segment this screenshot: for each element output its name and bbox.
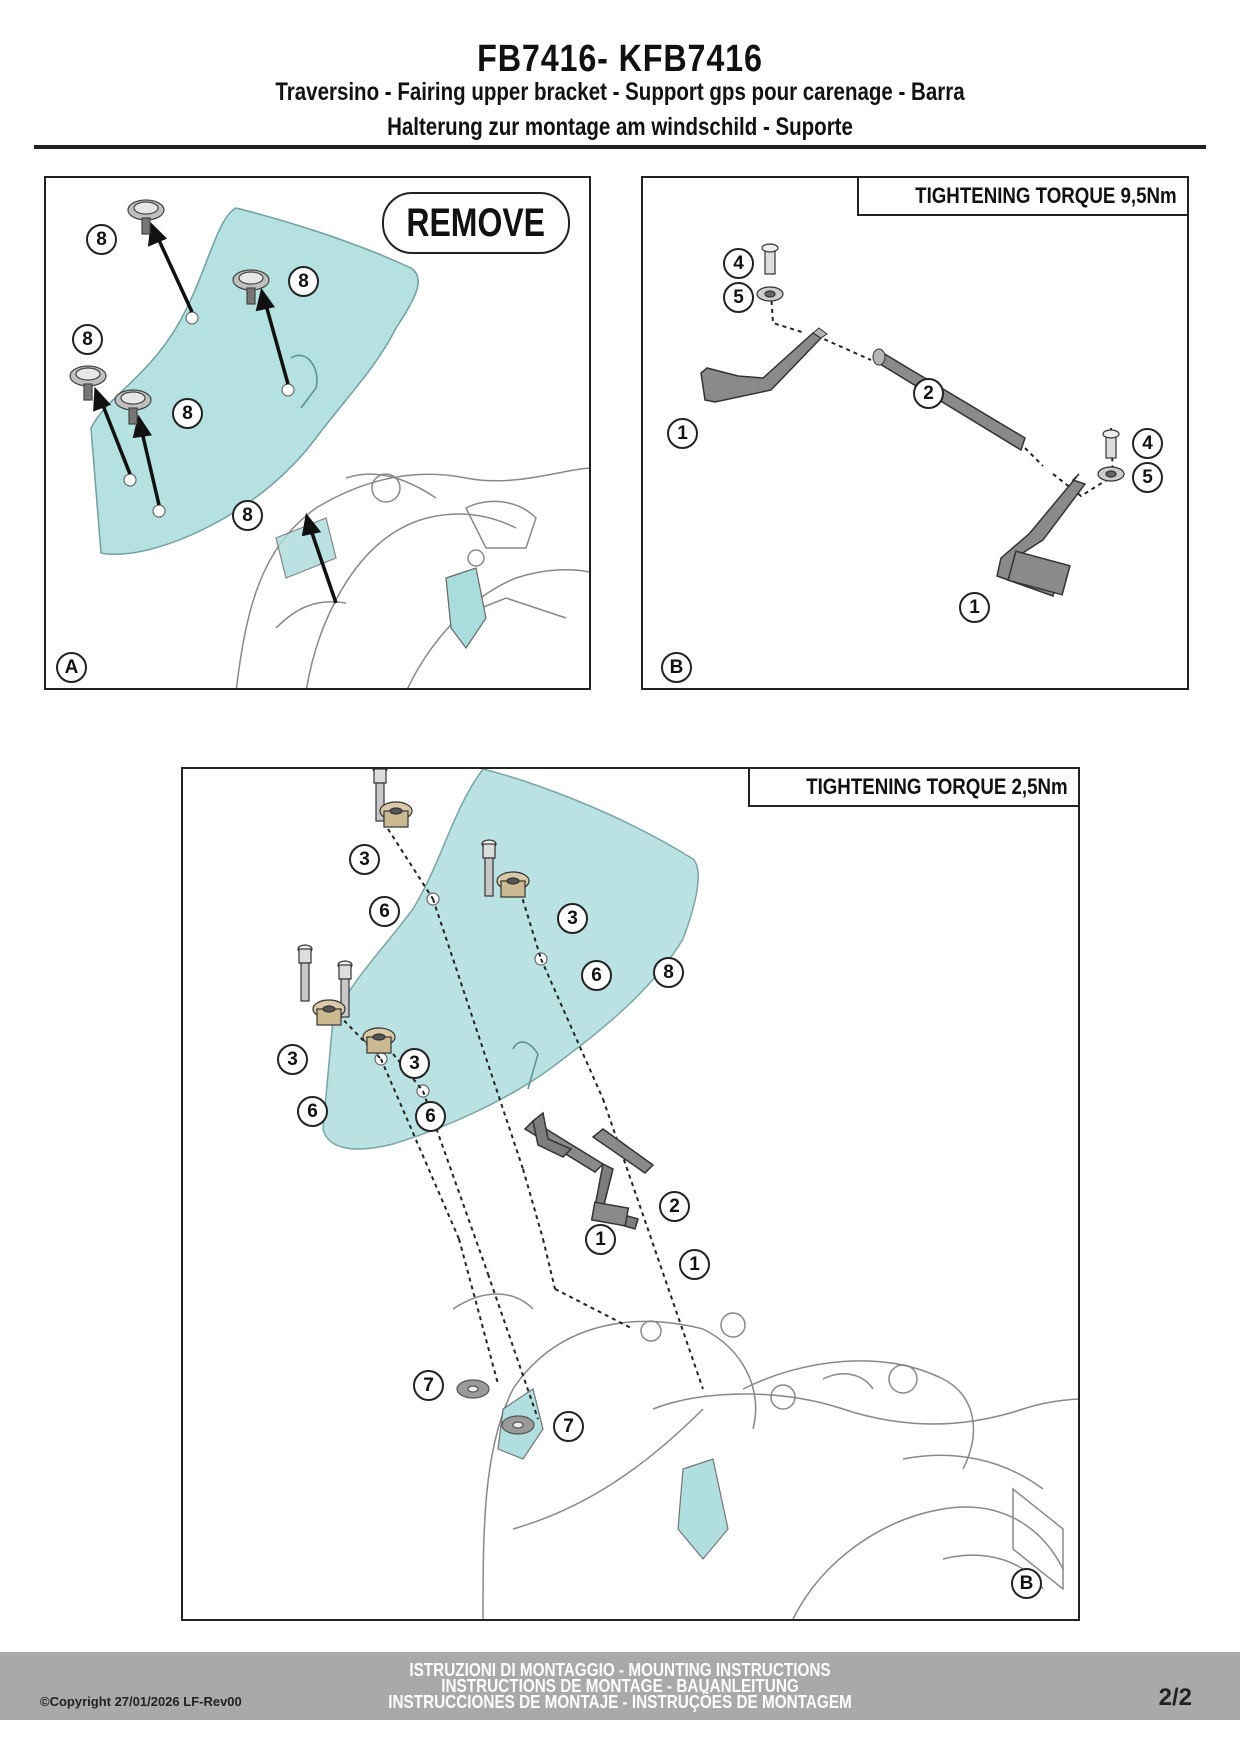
callout-1: 1 — [667, 418, 698, 449]
callout-5: 5 — [1132, 462, 1163, 493]
callout-8: 8 — [86, 224, 117, 255]
callout-6: 6 — [369, 896, 400, 927]
callout-6: 6 — [415, 1101, 446, 1132]
callout-1: 1 — [585, 1224, 616, 1255]
bracket-assembly — [523, 1111, 655, 1230]
panel-letter: B — [1011, 1568, 1042, 1599]
callout-7: 7 — [413, 1370, 444, 1401]
callout-8: 8 — [653, 957, 684, 988]
header-divider — [34, 145, 1206, 149]
callout-5: 5 — [723, 282, 754, 313]
callout-2: 2 — [659, 1191, 690, 1222]
crossbar — [873, 352, 1026, 452]
bracket-left — [700, 332, 823, 403]
remove-label: REMOVE — [382, 192, 570, 254]
document-subtitle-2: Halterung zur montage am windschild - Su… — [387, 113, 853, 141]
page-number: 2/2 — [1158, 1684, 1192, 1711]
callout-8: 8 — [72, 324, 103, 355]
callout-8: 8 — [172, 398, 203, 429]
torque-label: TIGHTENING TORQUE 2,5Nm — [748, 769, 1078, 807]
callout-3: 3 — [349, 844, 380, 875]
callout-6: 6 — [297, 1096, 328, 1127]
torque-label: TIGHTENING TORQUE 9,5Nm — [857, 178, 1187, 216]
footer-line-2: INSTRUCTIONS DE MONTAGE - BAUANLEITUNG — [441, 1676, 799, 1696]
footer-line-3: INSTRUCCIONES DE MONTAJE - INSTRUÇÕES DE… — [388, 1692, 852, 1712]
callout-8: 8 — [232, 500, 263, 531]
callout-2: 2 — [913, 378, 944, 409]
callout-8: 8 — [288, 266, 319, 297]
panel-a-remove-screws: REMOVE 8 8 8 8 8 A — [44, 176, 591, 690]
panel-c-illustration — [297, 769, 1078, 1619]
panel-b-bracket-assembly: TIGHTENING TORQUE 9,5Nm 4 5 2 1 4 5 1 B — [641, 176, 1189, 690]
panel-a-illustration — [69, 199, 589, 688]
callout-3: 3 — [557, 903, 588, 934]
panel-b-illustration — [700, 243, 1125, 597]
document-code: FB7416- KFB7416 — [477, 38, 763, 80]
screw-icons — [69, 199, 270, 425]
panel-letter: B — [661, 652, 692, 683]
document-subtitle-1: Traversino - Fairing upper bracket - Sup… — [275, 78, 965, 106]
callout-1: 1 — [679, 1249, 710, 1280]
callout-4: 4 — [1132, 428, 1163, 459]
footer-bar: ISTRUZIONI DI MONTAGGIO - MOUNTING INSTR… — [0, 1652, 1240, 1720]
callout-1: 1 — [959, 592, 990, 623]
windscreen-shape — [90, 207, 419, 556]
callout-6: 6 — [581, 960, 612, 991]
callout-3: 3 — [277, 1044, 308, 1075]
panel-letter: A — [56, 652, 87, 683]
callout-4: 4 — [723, 248, 754, 279]
panel-c-mounting: TIGHTENING TORQUE 2,5Nm — [181, 767, 1080, 1621]
windscreen-shape — [322, 769, 699, 1150]
callout-7: 7 — [553, 1411, 584, 1442]
callout-3: 3 — [399, 1048, 430, 1079]
footer-line-1: ISTRUZIONI DI MONTAGGIO - MOUNTING INSTR… — [409, 1660, 831, 1680]
copyright-text: ©Copyright 27/01/2026 LF-Rev00 — [40, 1694, 242, 1709]
